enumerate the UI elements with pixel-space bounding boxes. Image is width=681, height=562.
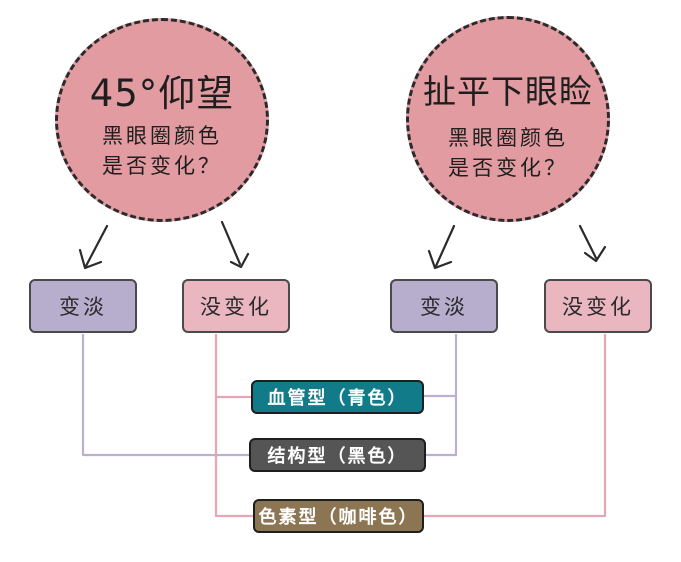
right-fade-box: 变淡 [390, 279, 498, 333]
left-test-question-line1: 黑眼圈颜色 [102, 124, 222, 148]
arrow-left-nochange [220, 220, 250, 269]
left-fade-box: 变淡 [29, 279, 137, 333]
arrow-right-nochange [578, 224, 607, 263]
left-test-circle: 45°仰望 黑眼圈颜色 是否变化？ [55, 18, 269, 222]
left-test-title: 45°仰望 [89, 72, 235, 115]
right-test-circle: 扯平下眼睑 黑眼圈颜色 是否变化？ [406, 16, 610, 222]
line-left-nochange-trunk [214, 334, 253, 518]
line-right-fade-to-structural [426, 334, 458, 457]
right-nochange-box: 没变化 [544, 279, 652, 333]
vascular-type-tag: 血管型（青色） [251, 380, 424, 414]
arrow-right-fade [427, 224, 456, 270]
arrow-left-fade [78, 224, 109, 270]
pigment-type-tag: 色素型（咖啡色） [253, 499, 424, 533]
right-test-question-line2: 是否变化？ [448, 156, 568, 180]
left-nochange-box: 没变化 [182, 279, 290, 333]
line-left-fade-to-structural [81, 334, 249, 457]
right-test-question-line1: 黑眼圈颜色 [448, 126, 568, 150]
left-test-question-line2: 是否变化？ [102, 154, 222, 178]
right-test-title: 扯平下眼睑 [423, 72, 593, 111]
line-right-nochange-to-pigment [424, 334, 607, 518]
structural-type-tag: 结构型（黑色） [249, 438, 426, 472]
